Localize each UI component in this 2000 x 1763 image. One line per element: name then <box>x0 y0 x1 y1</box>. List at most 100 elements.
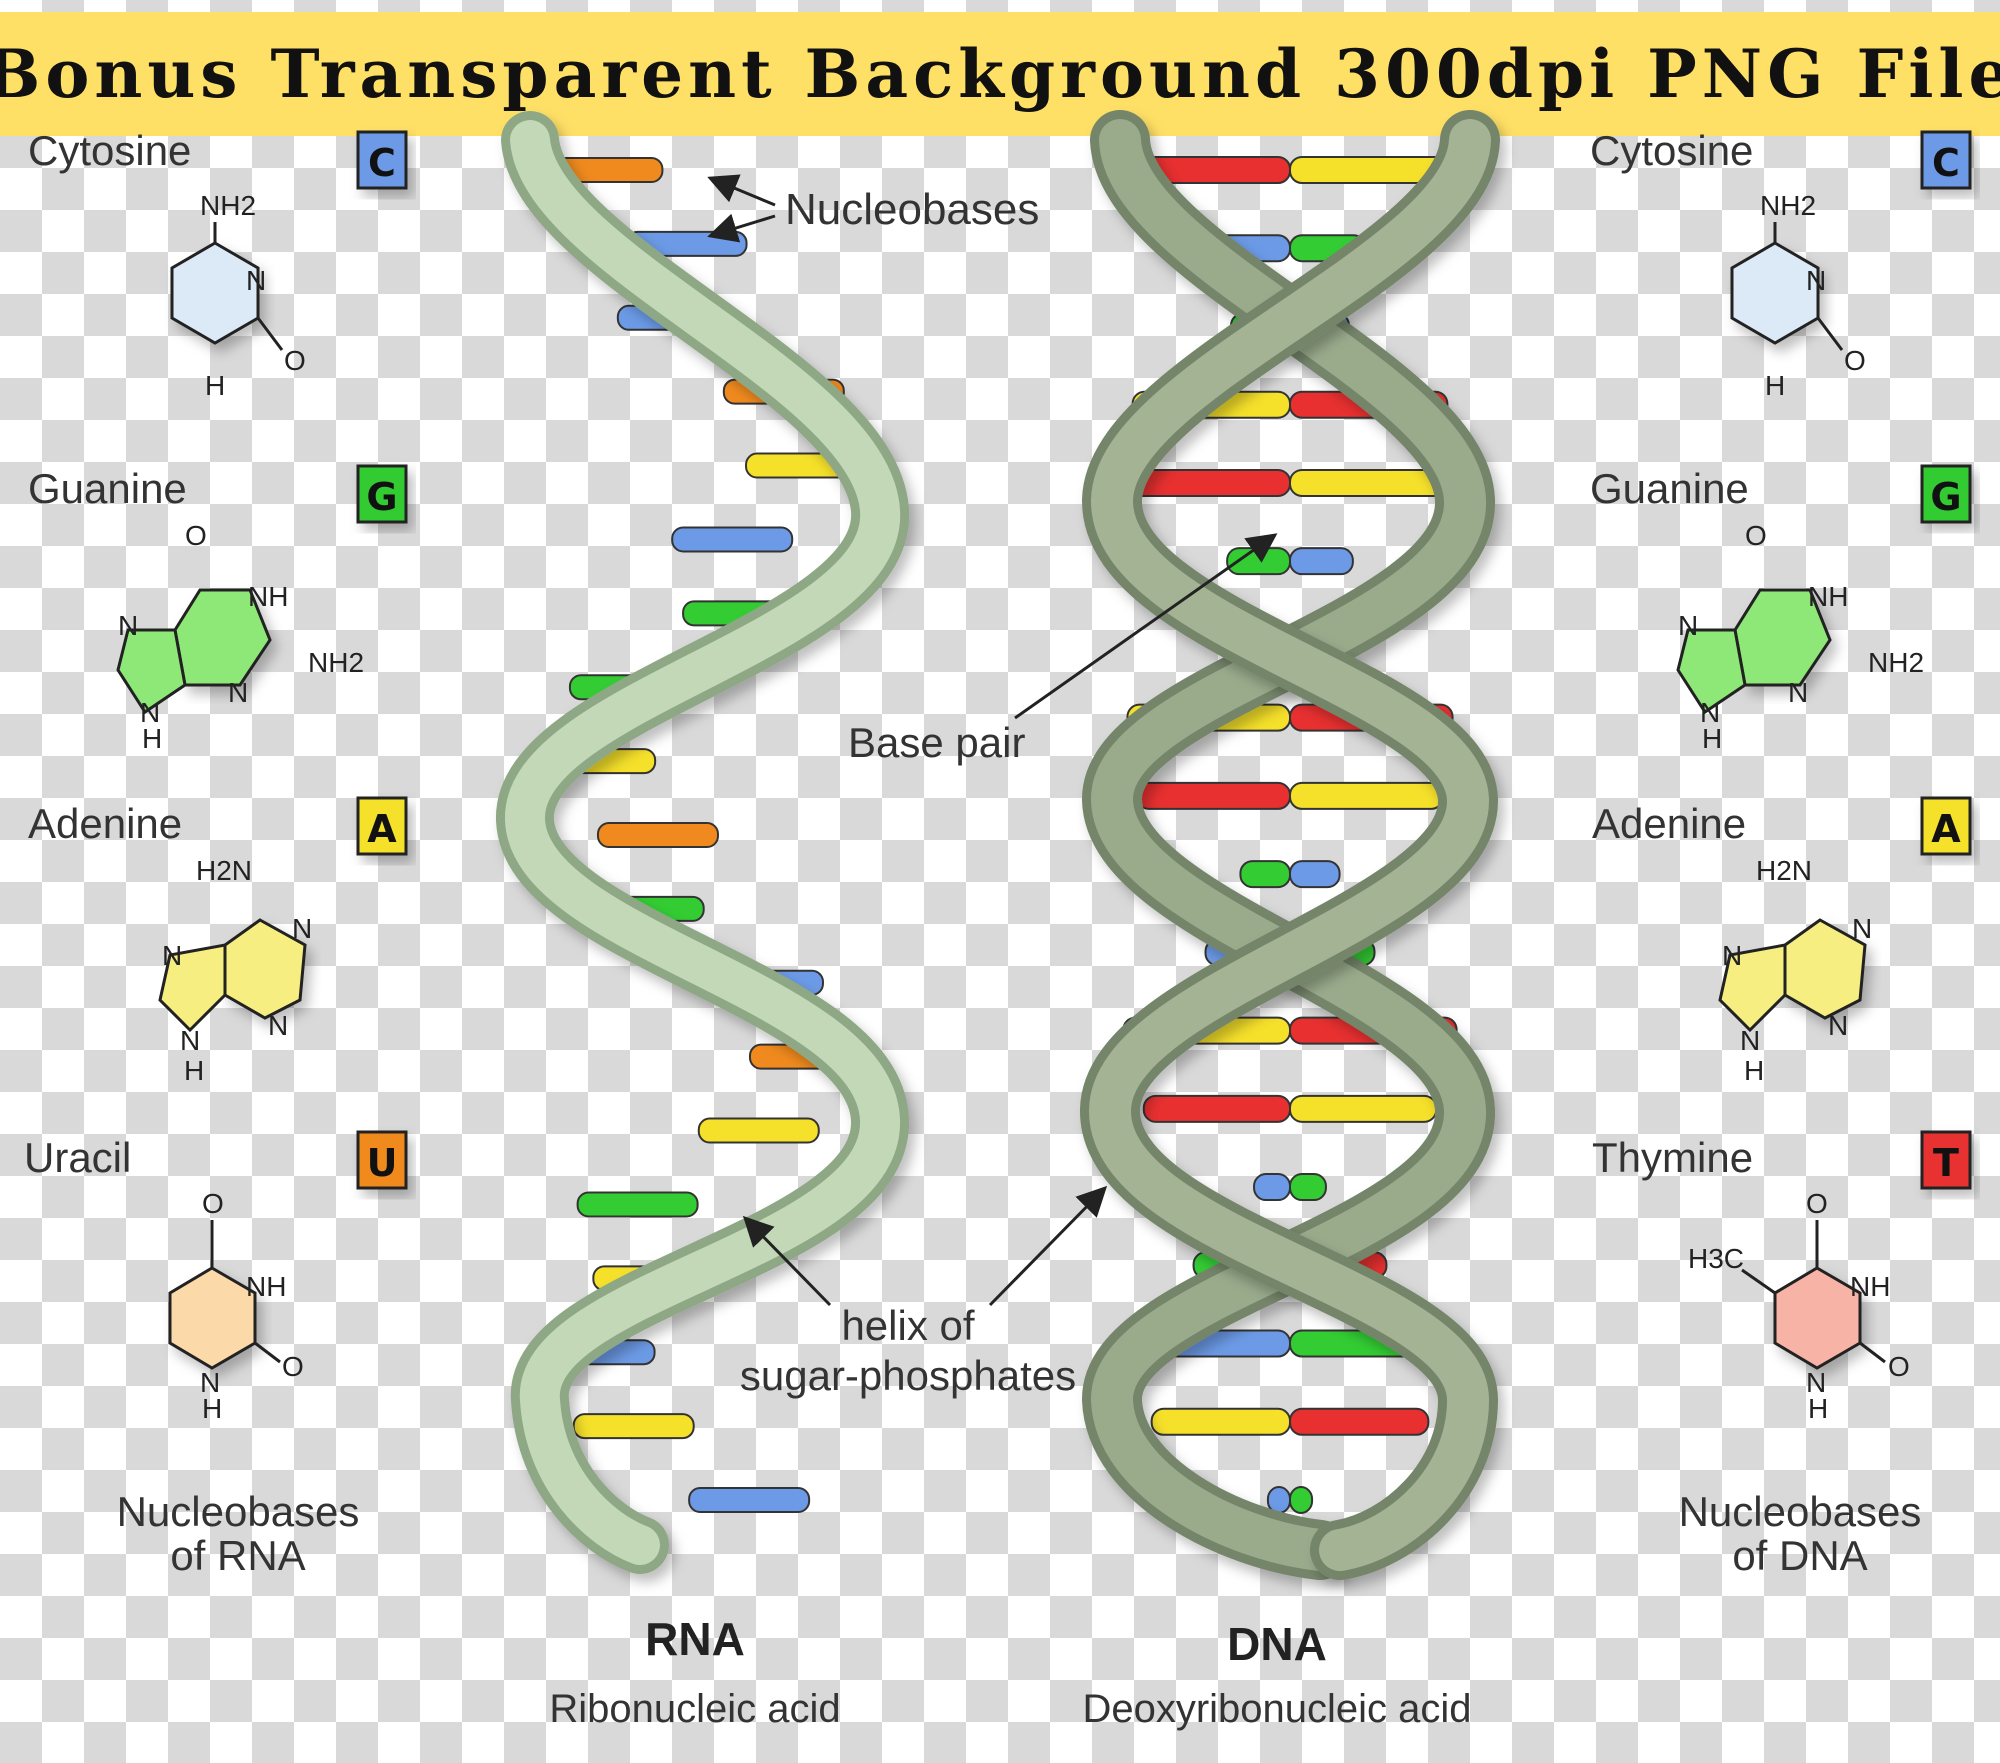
dna-cytosine-atom: NH2 <box>1760 190 1816 221</box>
dna-cytosine-atom: O <box>1844 345 1866 376</box>
dna-adenine-letter: A <box>1931 807 1961 851</box>
rna-adenine-entry: Adenine A H2N N N N N H <box>28 796 408 1086</box>
rna-uracil-atom: NH <box>246 1271 286 1302</box>
dna-guanine-badge <box>1920 464 1972 524</box>
rna-nucleobases-caption-line2: of RNA <box>170 1532 305 1579</box>
rna-cytosine-badge <box>356 130 408 190</box>
dna-guanine-atom: O <box>1745 520 1767 551</box>
helix-annotation-line1: helix of <box>841 1302 974 1349</box>
dna-thymine-badge <box>1920 1130 1972 1190</box>
rna-adenine-atom: H <box>184 1055 204 1086</box>
dna-guanine-atom: H <box>1702 723 1722 754</box>
dna-subtitle: Deoxyribonucleic acid <box>1082 1687 1471 1731</box>
dna-rung-guanine-right <box>1289 1173 1327 1202</box>
rna-guanine-atom: NH2 <box>308 647 364 678</box>
dna-guanine-atom: NH2 <box>1868 647 1924 678</box>
rna-adenine-badge <box>356 796 408 856</box>
base-pair-annotation: Base pair <box>848 719 1025 766</box>
helix-arrow-rna <box>742 1215 832 1307</box>
rna-adenine-letter: A <box>367 807 397 851</box>
dna-guanine-atom: NH <box>1808 581 1848 612</box>
dna-adenine-atom: N <box>1722 940 1742 971</box>
dna-rung-cytosine-left <box>1253 1173 1292 1202</box>
dna-rung-thymine-left <box>1135 781 1292 810</box>
dna-rung-thymine-left <box>1129 468 1291 497</box>
dna-cytosine-atom: H <box>1765 370 1785 401</box>
dna-guanine-atom: N <box>1788 677 1808 708</box>
dna-strand-2-highlight <box>1088 119 1491 1571</box>
rna-title: RNA <box>645 1613 745 1665</box>
rna-rung-adenine <box>697 1117 820 1144</box>
rna-adenine-atom: N <box>180 1025 200 1056</box>
rna-cytosine-atom: N <box>246 265 266 296</box>
dna-adenine-label: Adenine <box>1592 800 1746 847</box>
dna-rung-guanine-right <box>1289 1486 1314 1514</box>
dna-adenine-atom: N <box>1740 1025 1760 1056</box>
rna-guanine-entry: Guanine G O NH N NH2 N N H <box>28 464 408 754</box>
rna-cytosine-atom: O <box>284 345 306 376</box>
rna-uracil-letter: U <box>367 1141 398 1185</box>
rna-subtitle: Ribonucleic acid <box>549 1687 840 1731</box>
helix-arrow-dna <box>988 1185 1108 1307</box>
dna-cytosine-molecule <box>1730 241 1820 345</box>
rna-cytosine-letter: C <box>368 141 396 185</box>
rna-guanine-atom: O <box>185 520 207 551</box>
promo-banner: Bonus Transparent Background 300dpi PNG … <box>0 12 2000 136</box>
dna-nucleobases-caption-line2: of DNA <box>1732 1532 1867 1579</box>
dna-rung-adenine-right <box>1289 781 1445 810</box>
rna-guanine-atom: N <box>118 610 138 641</box>
dna-cytosine-atom: N <box>1806 265 1826 296</box>
dna-nucleobases-caption-line1: Nucleobases <box>1679 1488 1922 1535</box>
dna-thymine-label: Thymine <box>1592 1134 1753 1181</box>
rna-guanine-atom: N <box>140 697 160 728</box>
nucleobases-arrow-1 <box>707 174 776 207</box>
dna-thymine-letter: T <box>1933 1141 1959 1185</box>
rna-rung-uracil <box>596 822 719 848</box>
rna-cytosine-atom: H <box>205 370 225 401</box>
rna-uracil-entry: Uracil U O NH O N H <box>24 1130 408 1424</box>
dna-adenine-entry: Adenine A H2N N N N N H <box>1592 796 1972 1086</box>
dna-thymine-atom: H3C <box>1688 1243 1744 1274</box>
rna-uracil-badge <box>356 1130 408 1190</box>
dna-guanine-atom: N <box>1700 697 1720 728</box>
dna-rung-thymine-right <box>1289 1407 1430 1436</box>
rna-sugar-phosphate-backbone-highlight <box>505 120 901 1565</box>
rna-guanine-atom: N <box>228 677 248 708</box>
rna-cytosine-atom: NH2 <box>200 190 256 221</box>
rna-uracil-atom: H <box>202 1393 222 1424</box>
nucleobases-annotation: Nucleobases <box>785 185 1039 234</box>
dna-adenine-atom: H2N <box>1756 855 1812 886</box>
rna-uracil-molecule <box>168 1266 257 1370</box>
dna-guanine-atom: N <box>1678 610 1698 641</box>
base-pair-arrow <box>1014 533 1278 720</box>
dna-thymine-atom: O <box>1888 1351 1910 1382</box>
rna-uracil-atom: N <box>200 1367 220 1398</box>
rna-guanine-atom: NH <box>248 581 288 612</box>
dna-thymine-atom: O <box>1806 1188 1828 1219</box>
rna-adenine-atom: N <box>292 913 312 944</box>
nucleobases-arrow-2 <box>707 213 776 243</box>
dna-thymine-molecule <box>1773 1266 1862 1370</box>
rna-uracil-label: Uracil <box>24 1134 131 1181</box>
dna-rung-cytosine-right <box>1289 860 1341 889</box>
dna-cytosine-entry: Cytosine C NH2 N O H <box>1590 127 1972 401</box>
rna-rung-cytosine <box>688 1487 811 1513</box>
dna-thymine-atom: N <box>1806 1367 1826 1398</box>
rna-nucleobases-caption-line1: Nucleobases <box>117 1488 360 1535</box>
dna-rung-adenine-right <box>1289 468 1451 497</box>
rna-rung-cytosine <box>671 526 794 553</box>
rna-guanine-letter: G <box>366 475 397 519</box>
rna-guanine-atom: H <box>142 723 162 754</box>
dna-cytosine-letter: C <box>1932 141 1960 185</box>
dna-title: DNA <box>1227 1618 1327 1670</box>
rna-adenine-atom: N <box>268 1010 288 1041</box>
dna-cytosine-badge <box>1920 130 1972 190</box>
dna-nucleobases-panel: Cytosine C NH2 N O H Guanine G O NH N NH… <box>1590 127 1972 1579</box>
dna-thymine-atom: NH <box>1850 1271 1890 1302</box>
dna-adenine-atom: N <box>1828 1010 1848 1041</box>
dna-rung-cytosine-right <box>1289 547 1354 576</box>
dna-thymine-entry: Thymine T O H3C NH O N H <box>1592 1130 1972 1424</box>
rna-guanine-badge <box>356 464 408 524</box>
dna-adenine-badge <box>1920 796 1972 856</box>
